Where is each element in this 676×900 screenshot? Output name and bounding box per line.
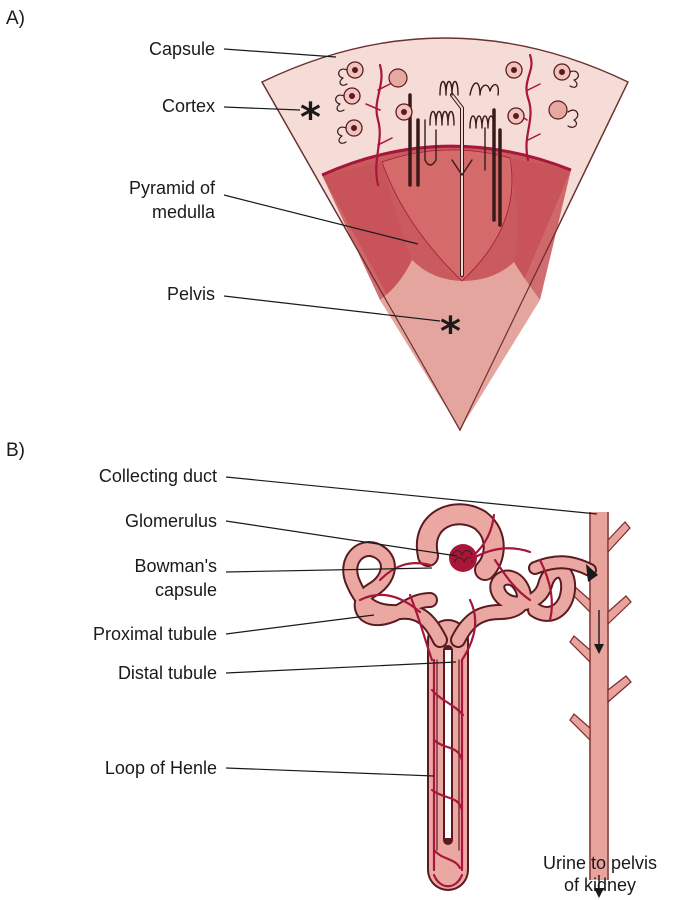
bowmans-leader	[226, 568, 432, 572]
distal-leader	[226, 662, 456, 673]
panel-b: B)	[6, 440, 657, 898]
label-cortex: Cortex	[162, 96, 215, 116]
label-urine-line1: Urine to pelvis	[543, 853, 657, 873]
proximal-leader	[226, 615, 374, 634]
label-proximal-tubule: Proximal tubule	[93, 624, 217, 644]
pelvis-asterisk: *	[440, 309, 461, 355]
collecting-duct-leader	[226, 477, 597, 514]
label-pelvis: Pelvis	[167, 284, 215, 304]
capsule-leader	[224, 49, 336, 57]
label-urine-line2: of kidney	[564, 875, 636, 895]
label-loop-of-henle: Loop of Henle	[105, 758, 217, 778]
loop-of-henle-leader	[226, 768, 434, 776]
panel-a-label: A)	[6, 8, 25, 29]
label-bowmans-line2: capsule	[155, 580, 217, 600]
label-glomerulus: Glomerulus	[125, 511, 217, 531]
cortex-asterisk: *	[300, 95, 321, 141]
label-pyramid-line1: Pyramid of	[129, 178, 216, 198]
panel-a: A)	[6, 8, 628, 430]
label-distal-tubule: Distal tubule	[118, 663, 217, 683]
label-bowmans-line1: Bowman's	[135, 556, 217, 576]
loop-of-henle	[437, 640, 459, 870]
panel-b-label: B)	[6, 440, 25, 461]
kidney-wedge: * *	[262, 38, 628, 430]
label-collecting-duct: Collecting duct	[99, 466, 217, 486]
label-pyramid-line2: medulla	[152, 202, 216, 222]
label-capsule: Capsule	[149, 39, 215, 59]
